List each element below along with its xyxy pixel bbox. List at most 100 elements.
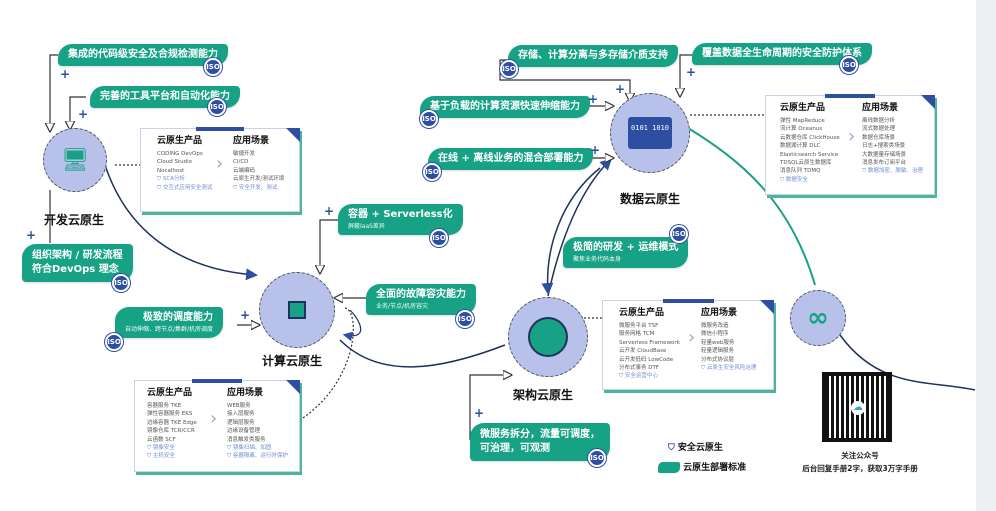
compute-node[interactable]: [259, 272, 335, 348]
iso-badge: ISO: [204, 58, 222, 76]
card-security-item: ⛉ 镜像安全: [147, 444, 197, 452]
security-item-text: 镜像安全: [152, 445, 175, 452]
card-item: Cloud Studio: [157, 159, 192, 166]
plus-icon: +: [240, 308, 251, 322]
card-item: 服务网格 TCM: [619, 331, 655, 338]
card-item: 边缘设备管理: [227, 428, 261, 435]
tag-text: 覆盖数据全生命周期的安全防护体系: [702, 48, 862, 59]
legend-standard: 云原生部署标准: [658, 460, 746, 473]
card-security-item: ⛉ 主机安全: [147, 452, 197, 460]
tag-storage: 存储、计算分离与多存储介质支持: [508, 45, 678, 67]
tag-text: 极致的调度能力: [143, 312, 214, 323]
products-heading: 云原生产品: [147, 388, 193, 398]
devops-node[interactable]: 🖥: [43, 128, 107, 192]
card-item: 云数据仓库 ClickHouse: [780, 134, 840, 141]
shield-icon: ⛉: [701, 365, 707, 372]
tag-text: 组织架构 / 研发流程: [32, 250, 123, 261]
tag-subtext: 屏蔽IaaS差异: [348, 223, 385, 230]
iso-badge: ISO: [840, 56, 858, 74]
plus-icon: +: [474, 406, 485, 420]
shield-icon: ⛉: [157, 176, 163, 183]
scenarios-column: 应用场景离线数据分析流式数据处理数据仓库场景日志+搜索类场景大数据量存储场景消息…: [862, 102, 923, 176]
tag-rd-ops: 极简的研发 + 运维模式聚焦业务代码本身: [563, 237, 689, 268]
tag-microservice: 微服务拆分，流量可调度， 可治理，可观测: [470, 423, 610, 461]
card-security-item: ⛉ 交互式应用安全测试: [157, 184, 212, 192]
card-item: 弹性容器服务 EKS: [147, 411, 193, 418]
tag-code-security: 集成的代码级安全及合规检测能力: [58, 44, 228, 66]
tag-swatch-icon: [658, 462, 680, 473]
scenarios-heading: 应用场景: [862, 103, 899, 113]
shield-icon: ⛉: [619, 373, 625, 380]
iso-badge: ISO: [430, 229, 448, 247]
scenarios-heading: 应用场景: [233, 136, 270, 146]
shield-icon: ⛉: [227, 453, 233, 460]
card-item: 接入层服务: [227, 411, 255, 418]
plus-icon: +: [78, 107, 89, 121]
tag-subtext: 聚焦业务代码本身: [573, 256, 622, 263]
card-item: 边缘容器 TKE Edge: [147, 419, 197, 426]
card-item: CI/CD: [233, 159, 249, 166]
card-item: 流式数据处理: [862, 126, 896, 133]
plus-icon: +: [590, 143, 601, 157]
card-item: CODING DevOps: [157, 151, 203, 157]
card-item: Serverless Framework: [619, 339, 680, 346]
tag-text: 可治理，可观测: [480, 443, 550, 454]
tag-text: 全面的故障容灾能力: [376, 289, 466, 300]
card-item: 逻辑层服务: [227, 419, 255, 426]
card-item: 微信小程序: [701, 331, 729, 338]
qr-description: 后台回复手册2字，获取3万字手册: [802, 464, 918, 473]
architecture-node[interactable]: [508, 297, 588, 377]
iso-badge: ISO: [670, 225, 688, 243]
iso-badge: ISO: [456, 310, 474, 328]
card-item: 微服务改造: [701, 323, 729, 329]
tag-text: 微服务拆分，流量可调度，: [480, 429, 600, 440]
security-item-text: SCA分析: [162, 176, 185, 183]
iso-badge: ISO: [112, 274, 130, 292]
card-security-item: ⛉ 数据安全: [780, 176, 840, 184]
chevron-right-icon: ›: [848, 126, 856, 148]
shield-icon: ⛉: [780, 176, 786, 183]
data-node[interactable]: 0101 1010: [610, 93, 690, 173]
card-item: 敏捷开发: [233, 151, 256, 157]
security-item-text: 安全开发、测试: [238, 184, 278, 191]
card-security-item: ⛉ 数据加密、脱敏、治理: [862, 167, 923, 175]
card-item: Nocalhost: [157, 167, 185, 174]
legend-security: ⛉ 安全云原生: [668, 440, 723, 453]
tag-text: 在线 + 离线业务的混合部署能力: [438, 153, 584, 164]
security-item-text: 云原生安全风险治理: [706, 365, 757, 372]
devops-title: 开发云原生: [44, 213, 105, 227]
tag-text: 基于负载的计算资源快速伸缩能力: [430, 101, 580, 112]
card-security-item: ⛉ 安全运营中心: [619, 372, 680, 380]
card-item: 分布式事务 DTF: [619, 365, 660, 372]
chevron-right-icon: ›: [688, 327, 696, 349]
plus-icon: +: [686, 65, 697, 79]
scenarios-heading: 应用场景: [227, 388, 264, 398]
tag-scheduling: 极致的调度能力自动伸缩、跨节点/集群/机房调度: [115, 307, 224, 338]
tag-data-security: 覆盖数据全生命周期的安全防护体系: [692, 43, 872, 65]
card-item: Elasticsearch Service: [780, 151, 839, 158]
tag-tool-platform: 完善的工具平台和自动化能力: [90, 86, 240, 108]
card-item: 云函数 SCF: [147, 436, 176, 443]
security-item-text: 安全运营中心: [624, 373, 658, 380]
card-item: 容器服务 TKE: [147, 403, 182, 409]
plus-icon: +: [324, 204, 335, 218]
card-item: 云开发 CloudBase: [619, 348, 667, 355]
plus-icon: +: [26, 228, 37, 242]
iso-badge: ISO: [588, 449, 606, 467]
security-item-text: 镜像扫描、加固: [232, 445, 272, 452]
tag-text: 符合DevOps 理念: [32, 264, 119, 275]
security-item-text: 主机安全: [152, 453, 175, 460]
tag-text: 极简的研发 + 运维模式: [573, 242, 679, 253]
security-node[interactable]: ∞: [790, 290, 846, 346]
compute-title: 计算云原生: [262, 354, 323, 368]
data-chip-icon: 0101 1010: [628, 117, 672, 149]
tag-hybrid-deploy: 在线 + 离线业务的混合部署能力: [428, 148, 594, 170]
scenarios-column: 应用场景微服务改造微信小程序轻量web服务轻量逻辑服务分布式协议层⛉ 云原生安全…: [701, 307, 756, 372]
card-item: 流计算 Oceanus: [780, 126, 823, 133]
